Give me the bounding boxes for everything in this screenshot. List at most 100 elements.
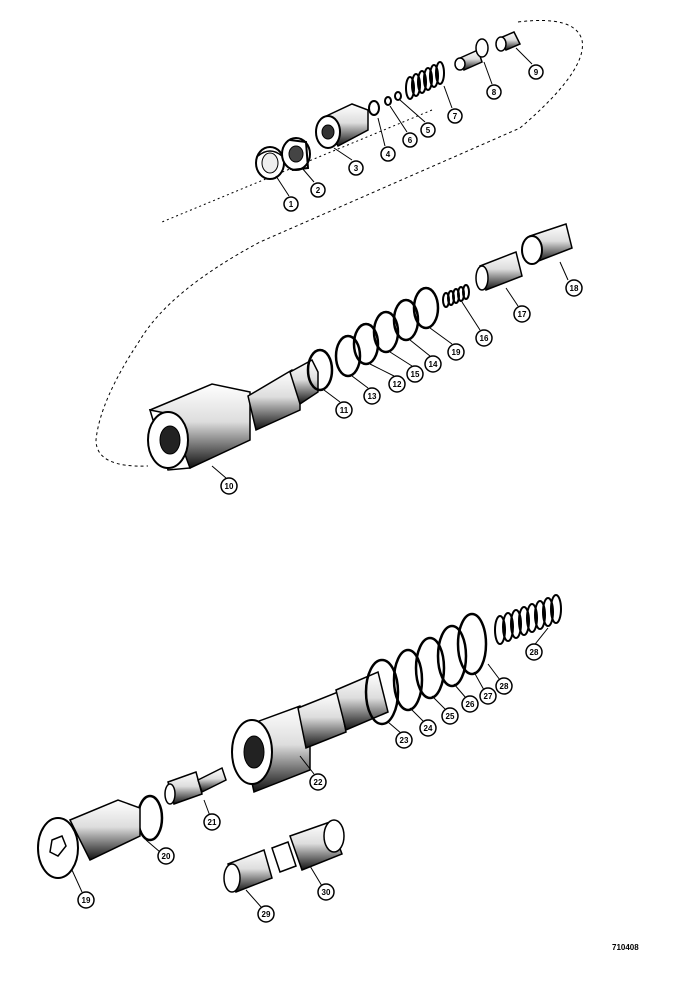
svg-text:11: 11	[340, 406, 349, 415]
part-18-piston	[521, 223, 573, 265]
label-30: 30	[317, 883, 335, 901]
svg-text:6: 6	[408, 136, 413, 145]
svg-text:29: 29	[262, 910, 271, 919]
leader-lines	[71, 47, 569, 909]
svg-text:16: 16	[480, 334, 489, 343]
part-10-valve-body	[147, 358, 319, 471]
label-19b: 19	[77, 891, 95, 909]
svg-text:4: 4	[386, 150, 391, 159]
label-20: 20	[157, 847, 175, 865]
part-27-ring	[456, 612, 488, 676]
label-10: 10	[220, 477, 238, 495]
part-8-poppet	[454, 38, 489, 72]
part-23-o-ring	[364, 658, 400, 726]
svg-text:25: 25	[446, 712, 455, 721]
svg-text:8: 8	[492, 88, 497, 97]
part-2-nut	[281, 137, 311, 171]
label-8: 8	[486, 84, 502, 100]
label-26: 26	[461, 695, 479, 713]
svg-text:23: 23	[400, 736, 409, 745]
label-6: 6	[402, 132, 418, 148]
svg-text:24: 24	[424, 724, 433, 733]
label-11: 11	[335, 401, 353, 419]
label-25: 25	[441, 707, 459, 725]
svg-text:18: 18	[570, 284, 579, 293]
label-1: 1	[283, 196, 299, 212]
part-19-plug	[37, 799, 141, 879]
part-21-poppet	[164, 766, 227, 805]
svg-text:28: 28	[530, 648, 539, 657]
label-17: 17	[513, 305, 531, 323]
part-22-valve-body	[231, 670, 389, 794]
label-29: 29	[257, 905, 275, 923]
label-9: 9	[528, 64, 544, 80]
part-9-sleeve	[495, 31, 522, 52]
svg-text:7: 7	[453, 112, 458, 121]
svg-text:17: 17	[518, 310, 527, 319]
part-13-backup-ring	[334, 334, 362, 378]
part-12-backup-ring	[352, 322, 380, 366]
part-20-o-ring	[136, 794, 164, 842]
svg-text:9: 9	[534, 68, 539, 77]
svg-text:28: 28	[500, 682, 509, 691]
part-6-ring	[384, 96, 392, 106]
part-25-o-ring	[414, 636, 446, 700]
svg-text:15: 15	[411, 370, 420, 379]
label-19a: 19	[447, 343, 465, 361]
part-17-sleeve	[475, 250, 523, 292]
svg-text:21: 21	[208, 818, 217, 827]
label-28-spring: 28	[525, 643, 543, 661]
drawing-number: 710408	[612, 943, 639, 952]
svg-text:22: 22	[314, 778, 323, 787]
svg-text:19: 19	[82, 896, 91, 905]
part-29-30-piston	[223, 819, 345, 893]
group-bracket-loop	[95, 19, 583, 467]
label-23: 23	[395, 731, 413, 749]
svg-text:27: 27	[484, 692, 493, 701]
part-3-plug	[315, 103, 369, 149]
part-4-o-ring	[368, 100, 380, 116]
svg-text:5: 5	[426, 126, 431, 135]
label-4: 4	[380, 146, 396, 162]
svg-text:13: 13	[368, 392, 377, 401]
part-7-spring	[405, 61, 445, 100]
svg-text:12: 12	[393, 380, 402, 389]
label-13: 13	[363, 387, 381, 405]
part-labels: 1 2 3 4 6 5 7 8 9 10 11 13 12 15 14 19 1…	[77, 64, 583, 923]
svg-text:10: 10	[225, 482, 234, 491]
svg-text:3: 3	[354, 164, 359, 173]
label-21: 21	[203, 813, 221, 831]
svg-text:20: 20	[162, 852, 171, 861]
label-12: 12	[388, 375, 406, 393]
label-3: 3	[348, 160, 364, 176]
part-19-ring	[412, 286, 440, 330]
part-11-o-ring	[306, 348, 334, 392]
part-24-backup-ring	[392, 648, 424, 712]
svg-text:14: 14	[429, 360, 438, 369]
part-28-spring	[494, 594, 562, 645]
label-15: 15	[406, 365, 424, 383]
label-16: 16	[475, 329, 493, 347]
part-15-o-ring	[372, 310, 400, 354]
part-14-o-ring	[392, 298, 420, 342]
label-7: 7	[447, 108, 463, 124]
label-27: 27	[479, 687, 497, 705]
svg-text:1: 1	[289, 200, 294, 209]
svg-text:19: 19	[452, 348, 461, 357]
svg-text:26: 26	[466, 700, 475, 709]
label-14: 14	[424, 355, 442, 373]
part-26-backup-ring	[436, 624, 468, 688]
label-18: 18	[565, 279, 583, 297]
label-2: 2	[310, 182, 326, 198]
svg-text:2: 2	[316, 186, 321, 195]
svg-text:30: 30	[322, 888, 331, 897]
label-5: 5	[420, 122, 436, 138]
part-1-cap	[255, 146, 285, 180]
label-28: 28	[495, 677, 513, 695]
part-5-ring	[394, 91, 402, 101]
label-24: 24	[419, 719, 437, 737]
part-16-spring	[442, 284, 470, 308]
label-22: 22	[309, 773, 327, 791]
